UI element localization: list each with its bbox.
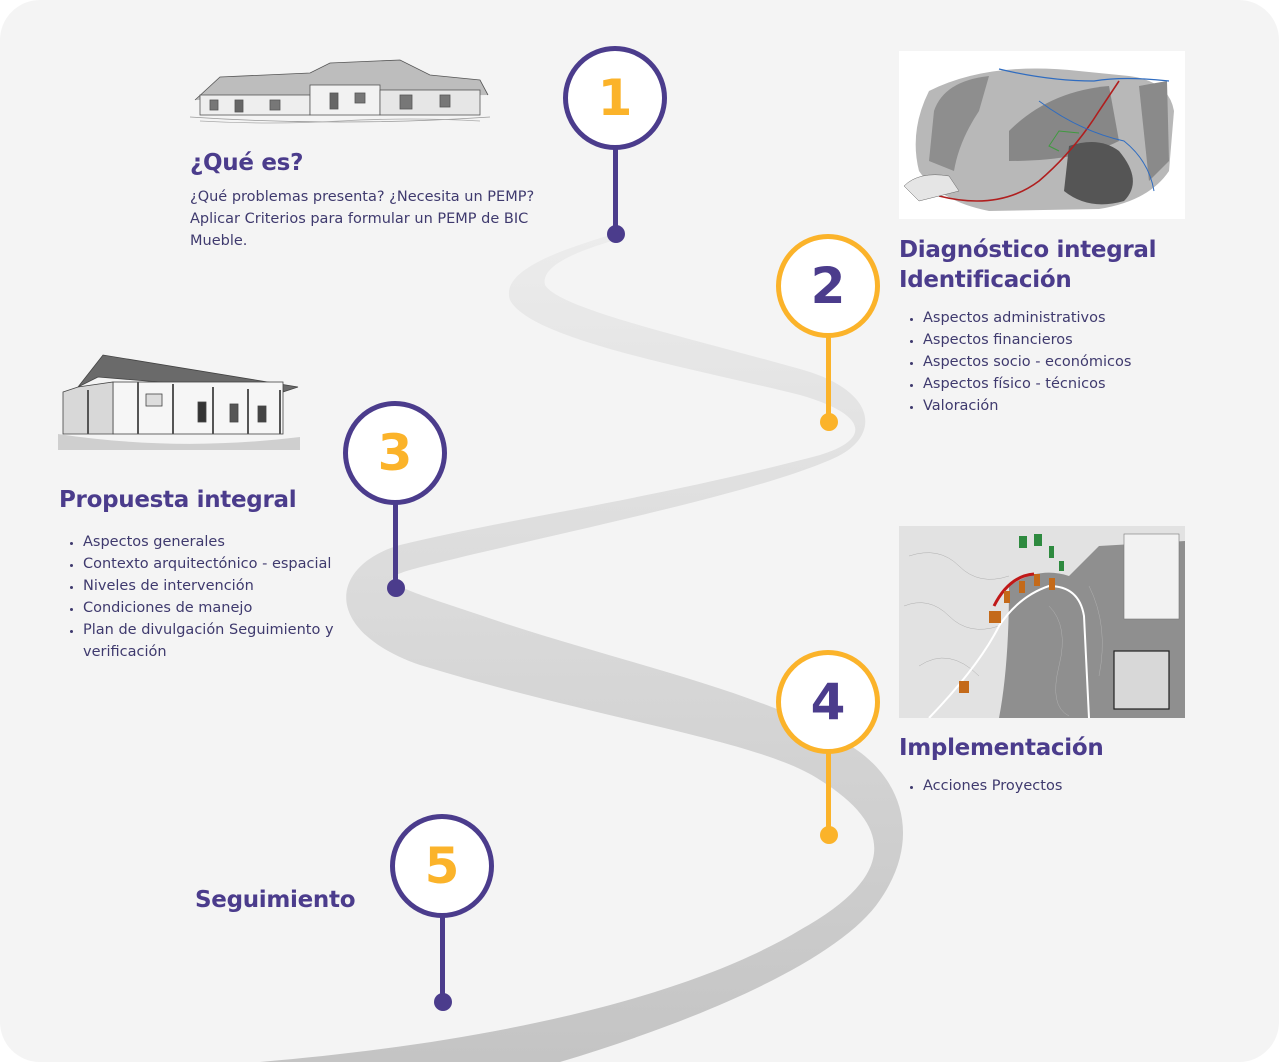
step-1-description: ¿Qué problemas presenta? ¿Necesita un PE… — [190, 189, 535, 249]
territory-map — [899, 51, 1185, 219]
step-2-title-line-1: Diagnóstico integral — [899, 237, 1157, 263]
step-3-marker-stem — [393, 503, 398, 587]
step-4-marker-stem — [826, 752, 831, 836]
step-1-marker-dot — [607, 225, 625, 243]
step-3-title: Propuesta integral — [59, 487, 297, 513]
list-item: Contexto arquitectónico - espacial — [83, 553, 373, 575]
step-2-marker-stem — [826, 336, 831, 420]
list-item: Aspectos administrativos — [923, 307, 1131, 329]
step-3-list: Aspectos generales Contexto arquitectóni… — [59, 531, 373, 663]
list-item: Aspectos generales — [83, 531, 373, 553]
step-2-number-badge: 2 — [776, 234, 880, 338]
road-path — [260, 232, 904, 1062]
step-2-marker-dot — [820, 413, 838, 431]
list-item: Aspectos físico - técnicos — [923, 373, 1131, 395]
step-3-marker-dot — [387, 579, 405, 597]
step-4-number-badge: 4 — [776, 650, 880, 754]
colonial-buildings-sketch — [190, 59, 490, 124]
step-5-title: Seguimiento — [195, 887, 356, 913]
step-4-title: Implementación — [899, 735, 1104, 761]
step-2-list: Aspectos administrativos Aspectos financ… — [899, 307, 1131, 417]
step-2-title-line-2: Identificación — [899, 267, 1072, 293]
step-1-number-badge: 1 — [563, 46, 667, 150]
list-item: Plan de divulgación Seguimiento y verifi… — [83, 619, 373, 663]
step-1-marker-stem — [613, 148, 618, 234]
step-4-list: Acciones Proyectos — [899, 775, 1062, 797]
list-item: Condiciones de manejo — [83, 597, 373, 619]
list-item: Aspectos financieros — [923, 329, 1131, 351]
step-1-title: ¿Qué es? — [190, 150, 304, 176]
battle-map — [899, 526, 1185, 718]
list-item: Acciones Proyectos — [923, 775, 1062, 797]
step-2-title: Diagnóstico integral Identificación — [899, 235, 1157, 295]
list-item: Aspectos socio - económicos — [923, 351, 1131, 373]
step-5-marker-stem — [440, 916, 445, 1000]
list-item: Niveles de intervención — [83, 575, 373, 597]
step-3-number-badge: 3 — [343, 401, 447, 505]
step-4-marker-dot — [820, 826, 838, 844]
list-item: Valoración — [923, 395, 1131, 417]
colonial-house-sketch — [58, 354, 300, 450]
step-5-marker-dot — [434, 993, 452, 1011]
step-5-number-badge: 5 — [390, 814, 494, 918]
